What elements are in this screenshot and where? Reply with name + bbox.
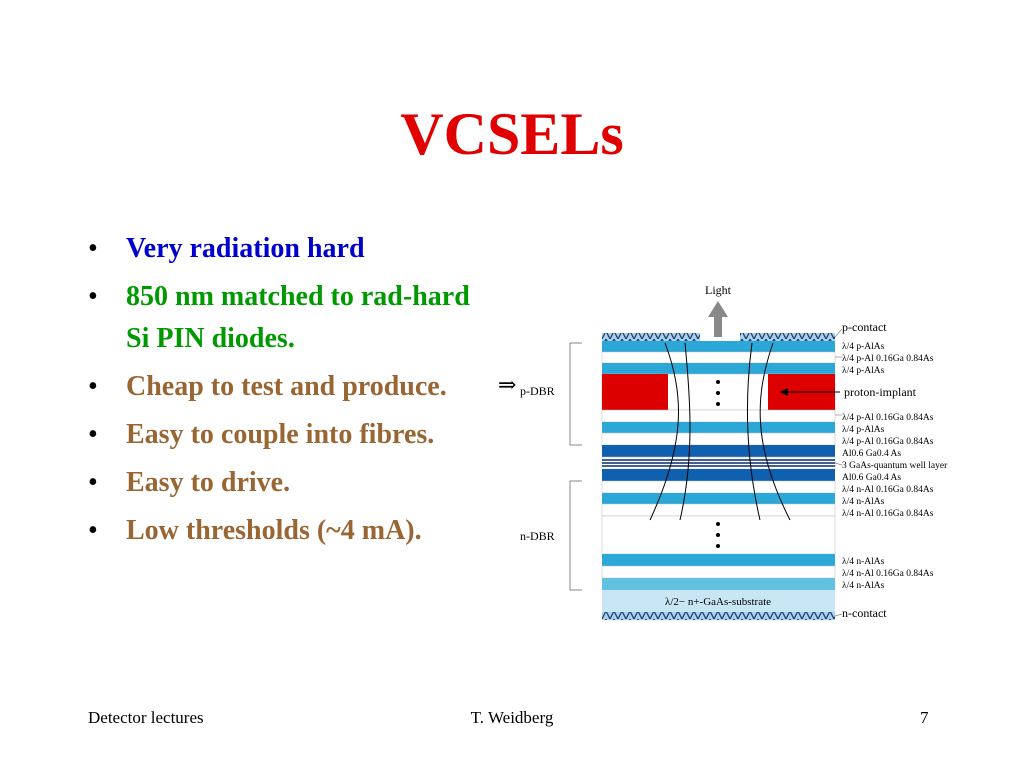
layer-n-alas-2 <box>602 554 835 566</box>
bullet-text: Easy to drive. <box>126 467 291 498</box>
bullet-text: Low thresholds (~4 mA). <box>126 515 422 546</box>
ellipsis-dot <box>716 544 720 548</box>
p-dbr-bracket <box>569 342 582 446</box>
n-contact-label: n-contact <box>842 606 887 620</box>
ellipsis-dot <box>716 380 720 384</box>
ellipsis-dot <box>716 391 720 395</box>
proton-implant-left <box>602 374 668 410</box>
light-arrow-head <box>708 301 728 317</box>
layer-label: λ/4 n-Al 0.16Ga 0.84As <box>842 485 934 495</box>
substrate <box>602 590 835 612</box>
layer-p-algaas-3 <box>601 432 836 446</box>
bullet-list: • Very radiation hard • 850 nm matched to … <box>88 228 493 558</box>
layer-label: λ/4 p-Al 0.16Ga 0.84As <box>842 413 934 423</box>
footer-left: Detector lectures <box>88 708 204 727</box>
n-contact-bar <box>602 612 835 620</box>
current-path <box>746 342 761 521</box>
layer-label: λ/4 p-AlAs <box>842 366 885 376</box>
current-path <box>759 342 791 521</box>
layer-p-alas-3 <box>602 422 835 433</box>
layer-p-algaas-2 <box>601 409 836 423</box>
n-dbr-bracket <box>569 480 582 591</box>
layer-n-algaas-2 <box>601 503 836 517</box>
n-dbr-label: n-DBR <box>520 529 555 543</box>
bullet-item: • Low thresholds (~4 mA). <box>88 510 493 552</box>
layer-label: λ/4 p-Al 0.16Ga 0.84As <box>842 437 934 447</box>
layer-algaas-cladding-bottom <box>602 469 835 481</box>
bullet-dot: • <box>88 515 98 546</box>
ellipsis-dot <box>716 533 720 537</box>
bullet-item: • Cheap to test and produce. <box>88 366 493 408</box>
bullet-dot: • <box>88 419 98 450</box>
layer-label: Al0.6 Ga0.4 As <box>842 449 901 459</box>
bullet-dot: • <box>88 233 98 264</box>
layer-algaas-cladding-top <box>602 445 835 457</box>
bullet-item: • 850 nm matched to rad-hard Si PIN diode… <box>88 276 493 360</box>
bullet-item: • Easy to drive. <box>88 462 493 504</box>
current-path <box>649 342 680 521</box>
layer-label: λ/4 p-AlAs <box>842 342 885 352</box>
layer-p-alas-2 <box>602 363 835 374</box>
layer-label: Al0.6 Ga0.4 As <box>842 473 901 483</box>
layer-p-alas-1 <box>602 341 835 352</box>
layer-label: λ/4 n-AlAs <box>842 557 885 567</box>
layer-label: λ/4 p-AlAs <box>842 425 885 435</box>
layer-p-algaas-1 <box>601 351 836 364</box>
layer-label: λ/4 n-Al 0.16Ga 0.84As <box>842 509 934 519</box>
ellipsis-dot <box>716 402 720 406</box>
light-arrow-shaft <box>714 315 722 337</box>
proton-implant-label: proton-implant <box>844 385 917 399</box>
slide-title: VCSELs <box>400 101 624 167</box>
current-path <box>679 342 691 521</box>
layer-label: λ/4 n-AlAs <box>842 581 885 591</box>
layer-label: λ/4 n-Al 0.16Ga 0.84As <box>842 569 934 579</box>
bullet-dot: • <box>88 371 98 402</box>
leader-lines <box>834 328 843 617</box>
layer-n-algaas-3 <box>601 565 836 579</box>
p-contact-label: p-contact <box>842 320 887 334</box>
p-dbr-label: p-DBR <box>520 384 555 398</box>
vcsel-structure-diagram: Light λ/2− n+-GaAs-substrate ⇒ p-D <box>498 283 948 620</box>
layer-n-algaas-1 <box>601 480 836 494</box>
layer-label: λ/4 p-Al 0.16Ga 0.84As <box>842 354 934 364</box>
quantum-well-label: 3 GaAs-quantum well layer <box>842 461 948 471</box>
bullet-text: Very radiation hard <box>126 233 365 264</box>
arrow-glyph: ⇒ <box>498 372 516 397</box>
footer-center: T. Weidberg <box>470 708 554 727</box>
bullet-text: Easy to couple into fibres. <box>126 419 435 450</box>
layer-n-alas-1 <box>602 493 835 504</box>
bullet-text: Cheap to test and produce. <box>126 371 447 402</box>
page-number: 7 <box>920 708 929 727</box>
bullet-item: • Very radiation hard <box>88 228 493 270</box>
ellipsis-dot <box>716 522 720 526</box>
layer-label: λ/4 n-AlAs <box>842 497 885 507</box>
substrate-label: λ/2− n+-GaAs-substrate <box>665 596 771 608</box>
p-contact-right <box>740 333 835 341</box>
layer-n-alas-3 <box>602 578 835 590</box>
bullet-text: 850 nm matched to rad-hard Si PIN diodes… <box>126 281 470 354</box>
p-contact-left <box>602 333 700 341</box>
bullet-dot: • <box>88 467 98 498</box>
bullet-item: • Easy to couple into fibres. <box>88 414 493 456</box>
light-label: Light <box>705 283 732 297</box>
bullet-dot: • <box>88 281 98 312</box>
